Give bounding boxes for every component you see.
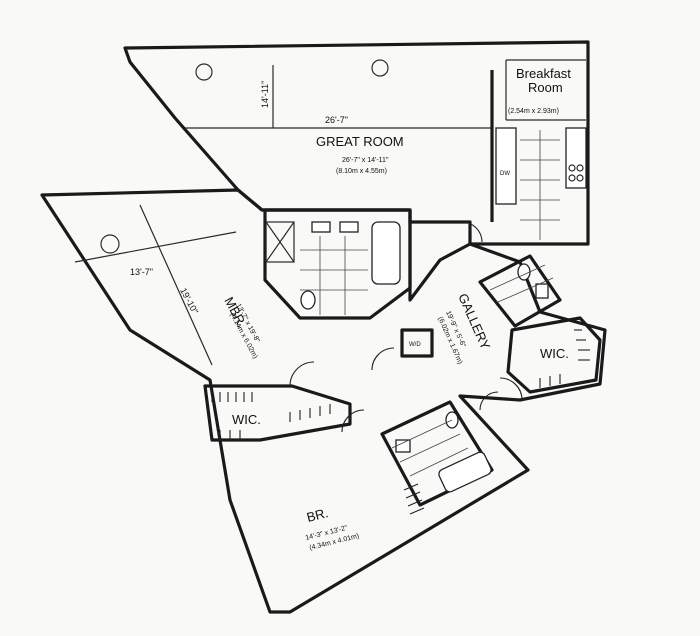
- great-room-depth-label: 14'-11": [260, 81, 270, 108]
- breakfast-room-name-line2: Room: [528, 80, 563, 95]
- mbr-width-label: 13'-7": [130, 267, 153, 277]
- mbr-depth-label: 19'-10": [178, 286, 200, 315]
- kitchen: DW: [495, 127, 587, 240]
- cooktop-burner-icon: [576, 164, 584, 172]
- cooktop-burner-icon: [568, 164, 576, 172]
- closet-rod-icon: [405, 491, 421, 499]
- powder-room: [478, 254, 562, 328]
- door-swing-icon: [479, 391, 499, 411]
- door-swing-icon: [499, 377, 523, 401]
- cooktop-burner-icon: [568, 174, 576, 182]
- wic-left-walls: [203, 384, 352, 442]
- column-circle: [371, 59, 389, 77]
- breakfast-room: Breakfast Room (2.54m x 2.93m): [505, 59, 586, 121]
- closet-rod-icon: [403, 483, 419, 491]
- dishwasher-label: DW: [500, 171, 510, 177]
- column-circle: [100, 234, 120, 254]
- great-room-name: GREAT ROOM: [316, 134, 404, 149]
- shower-icon: [265, 221, 295, 263]
- wd-closet: [400, 328, 434, 358]
- wic-right: WIC.: [506, 316, 602, 394]
- bath-tile: [409, 447, 469, 477]
- wic-left-name: WIC.: [232, 412, 261, 427]
- bath-tile: [399, 433, 461, 463]
- gallery: GALLERY 19'-9" x 5'-6" (6.02m x 1.67m): [436, 291, 493, 365]
- bathtub-icon: [438, 451, 492, 493]
- door-swing-icon: [289, 361, 315, 387]
- closet-rod-icon: [409, 507, 425, 515]
- powder-room-walls: [478, 254, 562, 328]
- master-bath-walls: [263, 208, 412, 320]
- bath-tile: [497, 277, 554, 303]
- toilet-icon: [300, 290, 316, 310]
- master-bedroom: 13'-7" 19'-10" MBR. 13'-7" x 19'-8" (4.1…: [74, 204, 261, 366]
- sink-icon: [535, 283, 549, 299]
- mbr-dim-line: [139, 204, 213, 366]
- door-swing-icon: [461, 221, 483, 243]
- door-swing-icon: [341, 409, 365, 433]
- great-room: 26'-7" 14'-11" GREAT ROOM 26'-7" x 14'-1…: [185, 59, 494, 222]
- closet-rod-icon: [407, 499, 423, 507]
- toilet-icon: [517, 263, 531, 281]
- breakfast-room-name-line1: Breakfast: [516, 66, 571, 81]
- shower-icon: [265, 221, 295, 263]
- bath-tile: [489, 264, 546, 291]
- wic-left: WIC.: [203, 384, 352, 442]
- cooktop-burner-icon: [576, 174, 584, 182]
- bath-tile: [391, 419, 453, 449]
- master-bath: [263, 208, 412, 320]
- great-room-width-label: 26'-7": [325, 115, 348, 125]
- mbr-dim-line: [74, 231, 237, 263]
- sink-icon: [395, 439, 411, 453]
- sink-icon: [339, 221, 359, 233]
- column-circle: [195, 63, 213, 81]
- sink-icon: [311, 221, 331, 233]
- great-room-size-ft: 26'-7" x 14'-11": [342, 157, 389, 164]
- kitchen-counter: [565, 127, 587, 189]
- breakfast-room-size-m: (2.54m x 2.93m): [508, 108, 559, 115]
- br-name: BR.: [305, 505, 330, 525]
- kitchen-counter: [495, 127, 517, 205]
- wic-right-name: WIC.: [540, 346, 569, 361]
- wd-label: W/D: [409, 342, 421, 348]
- second-bath-walls: [380, 400, 494, 507]
- great-room-size-m: (8.10m x 4.55m): [336, 168, 387, 175]
- bedroom: BR. 14'-3" x 13'-2" (4.34m x 4.01m): [305, 505, 360, 552]
- wic-right-walls: [506, 316, 602, 394]
- bathtub-icon: [371, 221, 401, 285]
- washer-dryer: W/D: [400, 328, 434, 358]
- door-swing-icon: [371, 347, 395, 371]
- second-bath: [380, 400, 494, 515]
- outer-wall-lower: [40, 188, 607, 614]
